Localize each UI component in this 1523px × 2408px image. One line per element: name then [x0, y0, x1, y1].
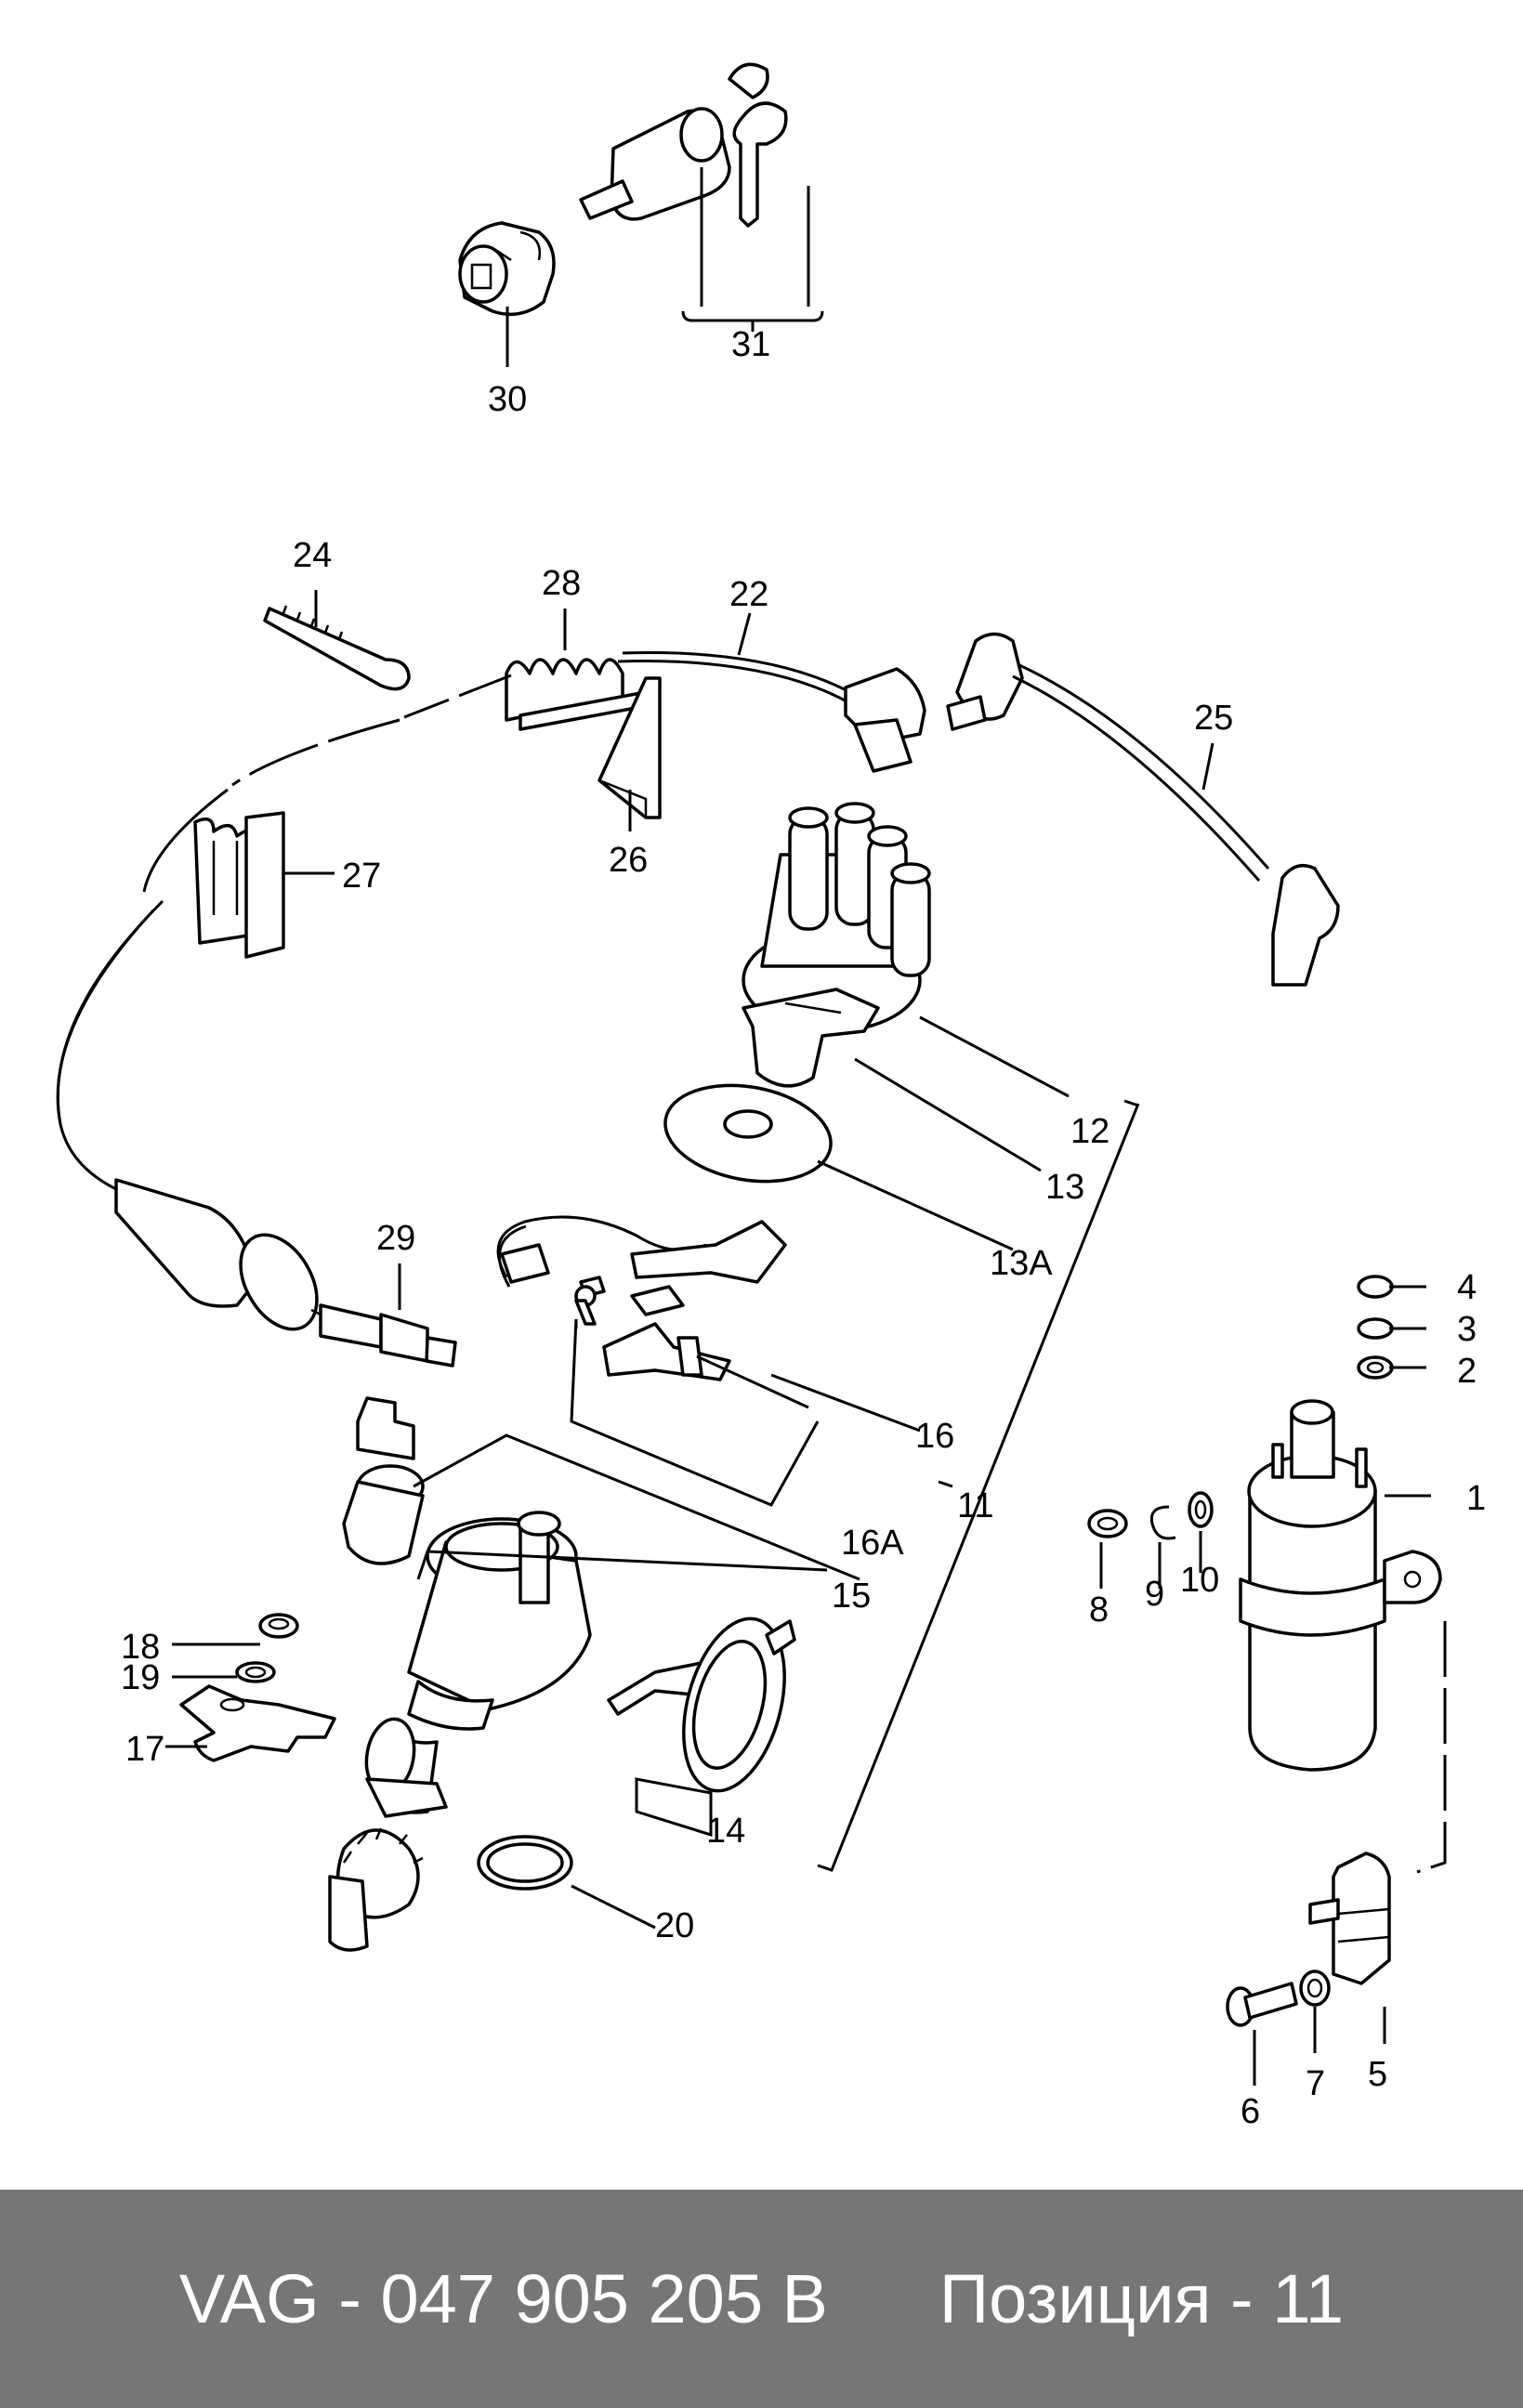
callout-9: 9: [1145, 1575, 1164, 1614]
connector-5-part: [1308, 1852, 1391, 1985]
callout-27: 27: [342, 857, 381, 896]
callout-13: 13: [1045, 1168, 1084, 1207]
washer-2-part: [1357, 1355, 1394, 1380]
callout-11: 11: [957, 1486, 993, 1525]
callout-12: 12: [1070, 1112, 1109, 1151]
callout-2: 2: [1457, 1352, 1477, 1391]
holder-bracket-top-part: [505, 658, 662, 819]
nut-4-part: [1357, 1275, 1394, 1299]
callout-25: 25: [1194, 699, 1233, 738]
position-text: Позиция - 11: [939, 2260, 1345, 2337]
callout-20: 20: [655, 1906, 694, 1945]
callout-8: 8: [1089, 1590, 1109, 1629]
callout-22: 22: [729, 575, 768, 614]
washer-3-part: [1357, 1317, 1394, 1340]
callout-3: 3: [1457, 1310, 1477, 1349]
leader-lines: [165, 590, 1447, 2086]
condenser-part: [342, 1396, 425, 1565]
lock-cylinder-with-keys-part: [579, 62, 824, 332]
ignition-lead-right-part: [946, 632, 1340, 987]
callout-6: 6: [1241, 2092, 1260, 2131]
callout-4: 4: [1457, 1268, 1477, 1307]
ignition-lead-part: [56, 651, 926, 1331]
callout-18: 18: [121, 1628, 160, 1667]
ignition-coil-part: [1239, 1399, 1442, 1772]
callout-13a: 13A: [990, 1244, 1053, 1283]
callout-26: 26: [609, 841, 648, 880]
callout-16: 16: [915, 1417, 954, 1456]
part-number-text: VAG - 047 905 205 B: [178, 2260, 828, 2337]
spark-plug-part: [310, 1303, 457, 1368]
callout-1: 1: [1466, 1479, 1486, 1518]
screw-16a-part: [574, 1285, 597, 1326]
callout-31: 31: [731, 325, 770, 364]
callout-15: 15: [832, 1577, 871, 1616]
callout-29: 29: [376, 1219, 415, 1258]
clip-9-part: [1149, 1505, 1176, 1540]
washer-19-part: [235, 1661, 276, 1683]
callout-labels: 1 2 3 4 5 6 7 8 9 10 11 12 13 13A 14 15 …: [121, 325, 1486, 2131]
clamp-17-part: [179, 1684, 336, 1762]
holder-bracket-left-part: [193, 811, 285, 959]
ignition-switch-part: [458, 221, 556, 367]
callout-5: 5: [1368, 2055, 1387, 2094]
exploded-parts-diagram: 1 2 3 4 5 6 7 8 9 10 11 12 13 13A 14 15 …: [56, 62, 1486, 2131]
callout-19: 19: [121, 1658, 160, 1697]
callout-28: 28: [542, 564, 581, 603]
callout-16a: 16A: [841, 1524, 904, 1563]
vacuum-unit-part: [607, 1616, 796, 1793]
nut-18-part: [258, 1613, 299, 1639]
callout-17: 17: [125, 1730, 164, 1769]
washer-7-part: [1299, 1970, 1331, 2007]
callout-30: 30: [488, 380, 527, 419]
cable-tie-part: [263, 605, 411, 691]
contact-breaker-part: [496, 1215, 787, 1381]
seal-ring-20-part: [477, 1835, 573, 1891]
distributor-cap-part: [742, 802, 931, 1033]
distributor-rotor-part: [742, 988, 880, 1088]
dust-shield-part: [663, 1083, 833, 1184]
part-info-banner: VAG - 047 905 205 B Позиция - 11: [0, 2190, 1523, 2408]
washer-10-part: [1188, 1491, 1214, 1528]
distributor-body-part: [328, 1511, 592, 1952]
callout-24: 24: [293, 536, 332, 575]
callout-14: 14: [706, 1812, 745, 1851]
screw-6-part: [1226, 1982, 1298, 2027]
callout-7: 7: [1306, 2064, 1325, 2103]
nut-8-part: [1087, 1509, 1128, 1538]
callout-10: 10: [1180, 1561, 1219, 1600]
